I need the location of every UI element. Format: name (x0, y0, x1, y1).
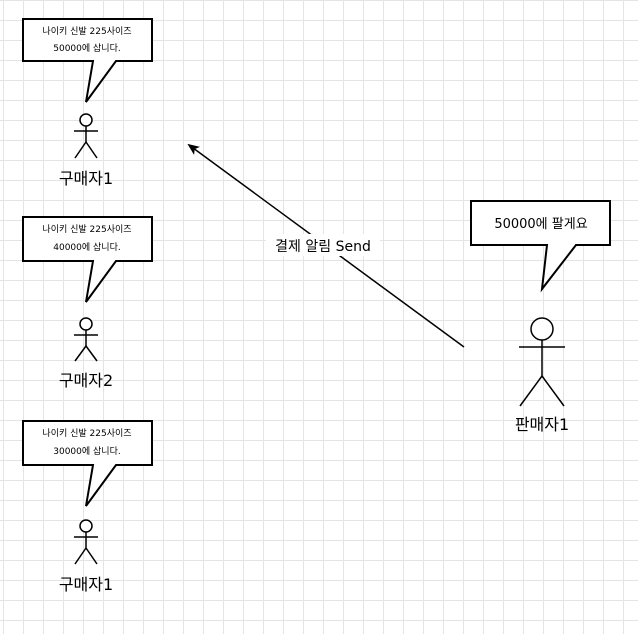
buyer-1[interactable]: 나이키 신발 225사이즈 50000에 삽니다. 구매자1 (22, 18, 153, 188)
buyer-1-stick-figure[interactable] (74, 113, 98, 159)
buyer-2[interactable]: 나이키 신발 225사이즈 40000에 삽니다. 구매자2 (22, 216, 153, 390)
buyer-3-label: 구매자1 (59, 575, 113, 594)
buyer-1-bubble-line2: 50000에 삽니다. (53, 43, 120, 54)
buyer-3-stick-figure[interactable] (74, 519, 98, 565)
buyer-3-bubble-line2: 30000에 삽니다. (53, 446, 120, 457)
buyer-2-head (79, 317, 93, 331)
buyer-2-label: 구매자2 (59, 371, 113, 390)
edge-label-background (266, 234, 380, 256)
buyer-1-leg-left (74, 141, 87, 159)
buyer-3-head (79, 519, 93, 533)
buyer-3-leg-right (85, 547, 98, 565)
seller-bubble-text: 50000에 팔게요 (494, 217, 587, 232)
buyer-1-speech-bubble[interactable] (22, 18, 153, 103)
buyer-3-bubble-line1: 나이키 신발 225사이즈 (42, 428, 131, 439)
buyer-2-leg-right (85, 345, 98, 362)
buyer-2-speech-bubble[interactable] (22, 216, 153, 303)
seller-speech-bubble[interactable] (470, 200, 611, 293)
seller-leg-left (519, 375, 543, 407)
buyer-1-leg-right (85, 141, 98, 159)
seller-label: 판매자1 (515, 415, 569, 434)
buyer-3-speech-bubble[interactable] (22, 420, 153, 507)
payment-notification-edge[interactable]: 결제 알림 Send (187, 143, 465, 348)
seller-leg-right (541, 375, 565, 407)
buyer-2-leg-left (74, 345, 87, 362)
buyer-3-leg-left (74, 547, 87, 565)
seller-head (530, 317, 554, 341)
buyer-1-bubble-line1: 나이키 신발 225사이즈 (42, 26, 131, 37)
buyer-2-bubble-line1: 나이키 신발 225사이즈 (42, 224, 131, 235)
buyer-3[interactable]: 나이키 신발 225사이즈 30000에 삽니다. 구매자1 (22, 420, 153, 594)
buyer-2-bubble-line2: 40000에 삽니다. (53, 242, 120, 253)
edge-label: 결제 알림 Send (275, 239, 371, 255)
buyer-1-label: 구매자1 (59, 169, 113, 188)
buyer-2-stick-figure[interactable] (74, 317, 98, 362)
buyer-1-head (79, 113, 93, 127)
seller-1[interactable]: 50000에 팔게요 판매자1 (470, 200, 611, 434)
seller-stick-figure[interactable] (519, 317, 565, 407)
